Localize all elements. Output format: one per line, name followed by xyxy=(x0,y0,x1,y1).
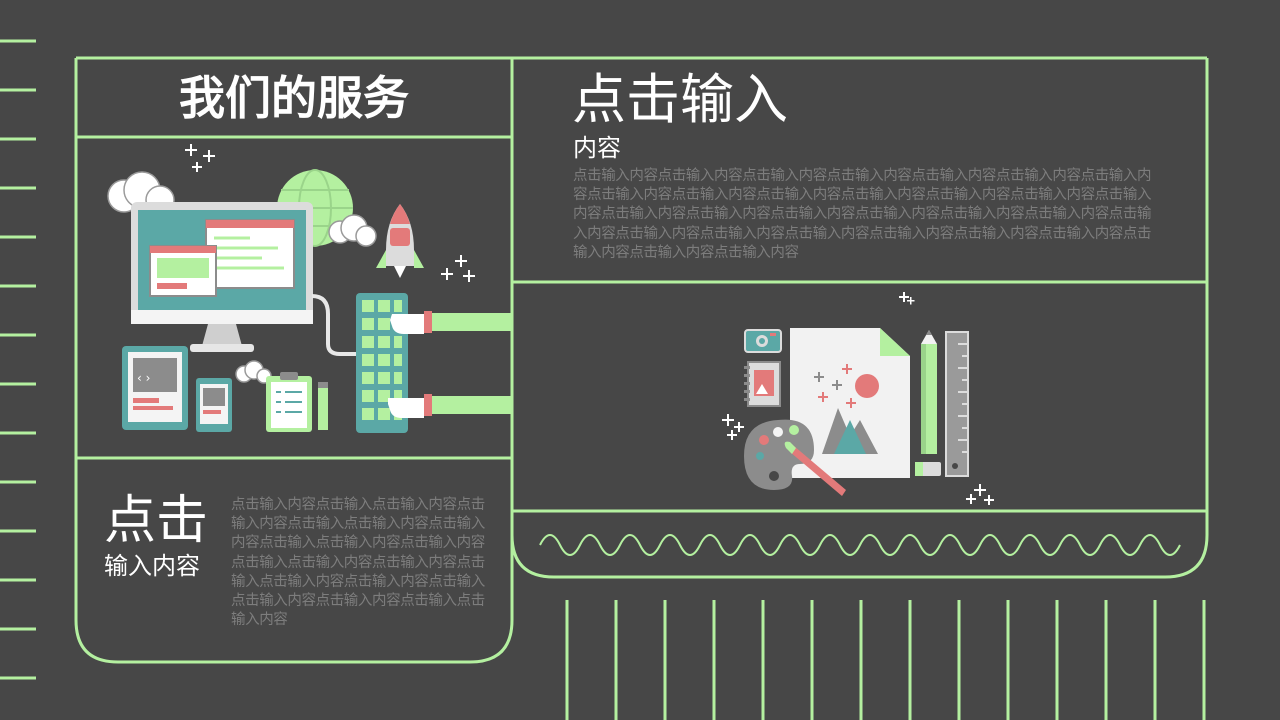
section-body-text: 点击输入内容点击输入内容点击输入内容点击输入内容点击输入内容点击输入内容点击输入… xyxy=(573,168,1152,261)
svg-text:‹ ›: ‹ › xyxy=(137,371,150,385)
web-development-illustration: ‹ › xyxy=(107,144,512,433)
block-title: 点击 xyxy=(104,491,209,551)
section-subtitle: 内容 xyxy=(573,134,621,162)
frame-lines xyxy=(74,56,1209,664)
section-title: 点击输入 xyxy=(572,68,788,131)
graphic-design-illustration xyxy=(722,292,994,505)
bottom-stripes xyxy=(565,600,1206,720)
block-subtitle: 输入内容 xyxy=(104,552,200,580)
wave-line-decoration xyxy=(539,534,1181,556)
block-body-text: 点击输入内容点击输入点击输入内容点击输入内容点击输入点击输入内容点击输入内容点击… xyxy=(231,497,485,629)
left-tick-marks xyxy=(0,39,36,680)
page-title: 我们的服务 xyxy=(179,71,409,125)
